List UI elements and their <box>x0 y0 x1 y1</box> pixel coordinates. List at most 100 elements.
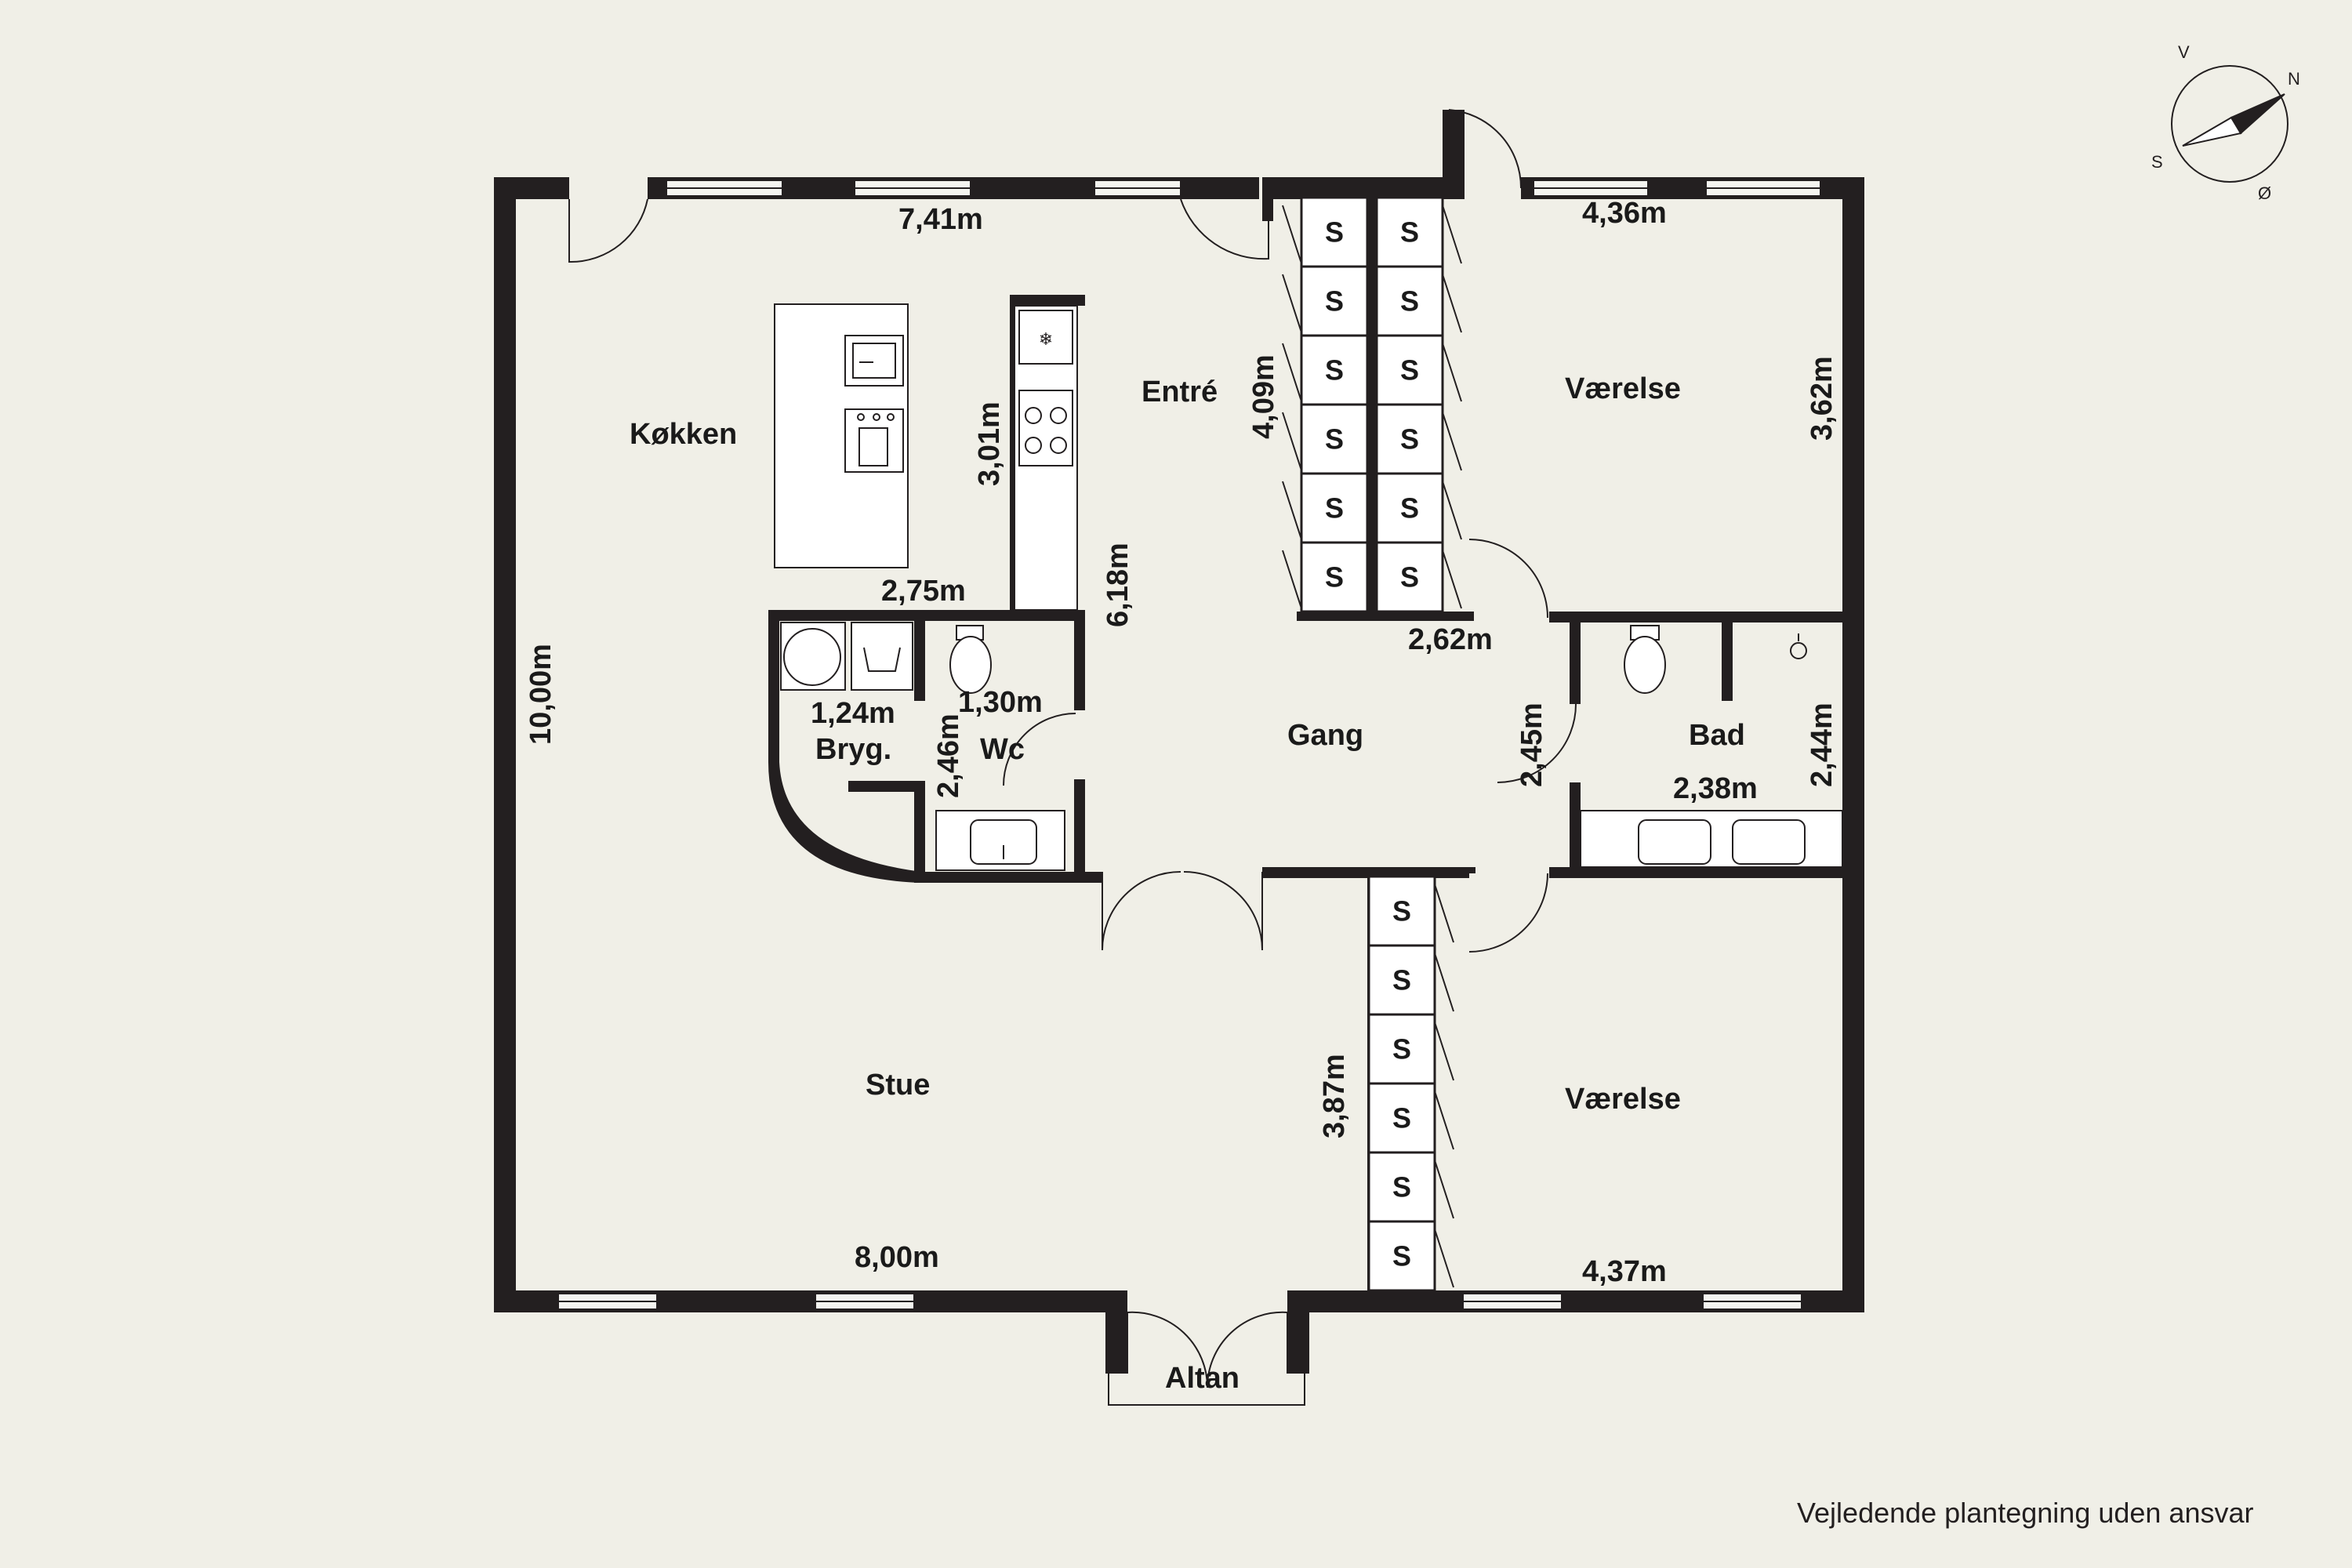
compass-south: S <box>2151 152 2163 172</box>
wardrobe-label: S <box>1400 354 1419 387</box>
wardrobe-label: S <box>1400 285 1419 318</box>
wardrobe-label: S <box>1400 216 1419 249</box>
dim-entrance-height: 4,09m <box>1247 354 1280 439</box>
room-labels: Køkken Entré Værelse Bryg. Wc Gang Bad S… <box>630 372 1745 1395</box>
wardrobe-cell <box>1367 1082 1436 1154</box>
room-label-balcony: Altan <box>1165 1362 1240 1395</box>
room-label-toilet: Wc <box>980 733 1025 766</box>
dim-bath-height: 2,44m <box>1806 702 1838 787</box>
dim-living-width: 8,00m <box>855 1241 939 1274</box>
dim-bath-width: 2,38m <box>1673 772 1758 805</box>
wardrobe-door-swing <box>1442 550 1462 609</box>
wardrobe-cell <box>1367 1220 1436 1292</box>
wardrobe-label: S <box>1392 1033 1411 1065</box>
wardrobe-label: S <box>1392 1240 1411 1272</box>
wardrobe-label: S <box>1325 561 1344 593</box>
dim-toilet-width: 1,30m <box>958 686 1043 719</box>
compass-ring <box>2171 65 2288 183</box>
wardrobe-door-swing <box>1282 343 1302 402</box>
outer-walls <box>494 110 1864 1312</box>
dim-toilet-height: 2,46m <box>932 713 965 798</box>
dimension-labels: 7,41m 4,36m 4,09m 3,62m 3,01m 2,75m 6,18… <box>524 197 1838 1288</box>
wardrobe-cell <box>1300 403 1369 475</box>
wardrobe-label: S <box>1392 895 1411 927</box>
compass-east: Ø <box>2258 183 2271 203</box>
compass-north: N <box>2288 69 2300 89</box>
dim-kitchen-top-width: 7,41m <box>898 203 983 236</box>
wardrobe-label: S <box>1400 423 1419 456</box>
wardrobe-door-swing <box>1442 274 1462 333</box>
wardrobe-label: S <box>1325 216 1344 249</box>
wardrobe-cell <box>1375 265 1444 337</box>
room-label-kitchen: Køkken <box>630 418 737 451</box>
wardrobe-cell <box>1367 875 1436 947</box>
dim-bedroom-top-height: 3,62m <box>1806 356 1838 441</box>
doors <box>568 109 1577 1388</box>
wardrobe-door-swing <box>1282 481 1302 540</box>
wardrobe-door-swing <box>1442 343 1462 402</box>
room-label-entrance: Entré <box>1142 376 1218 408</box>
wardrobe-door-swing <box>1442 412 1462 471</box>
compass: N V S Ø <box>2151 42 2300 203</box>
dim-utility-width: 1,24m <box>811 697 895 730</box>
wardrobe-door-swing <box>1434 1229 1454 1288</box>
wardrobe-cell <box>1367 1013 1436 1085</box>
bath-fixtures <box>1580 625 1843 868</box>
wardrobe-door-swing <box>1282 550 1302 609</box>
wardrobe-door-swing <box>1434 953 1454 1012</box>
dim-total-height: 10,00m <box>524 644 557 745</box>
balcony <box>1105 1290 1309 1406</box>
compass-needle-icon <box>2182 93 2285 147</box>
wardrobe-label: S <box>1325 492 1344 524</box>
dim-hall-height: 2,45m <box>1515 702 1548 787</box>
dim-bedroom-bottom-width: 4,37m <box>1582 1255 1667 1288</box>
disclaimer-text: Vejledende plantegning uden ansvar <box>1797 1497 2254 1529</box>
kitchen-counter: ❄ <box>1014 305 1078 611</box>
wardrobe-door-swing <box>1442 481 1462 540</box>
wardrobe-cell <box>1375 541 1444 613</box>
compass-west: V <box>2178 42 2190 62</box>
utility-fixtures <box>780 622 913 691</box>
kitchen-island <box>774 303 909 568</box>
wardrobe-door-swing <box>1434 1022 1454 1081</box>
dim-living-height: 3,87m <box>1318 1054 1351 1138</box>
snowflake-icon: ❄ <box>1039 329 1053 349</box>
dim-bedroom-top-width: 4,36m <box>1582 197 1667 230</box>
wardrobe-cell <box>1300 472 1369 544</box>
wardrobe-label: S <box>1400 492 1419 524</box>
room-label-living: Stue <box>866 1069 930 1102</box>
room-label-hallway: Gang <box>1287 719 1363 752</box>
dim-kitchen-height: 6,18m <box>1102 543 1134 627</box>
wardrobe-cell <box>1367 1151 1436 1223</box>
room-label-bedroom-top: Værelse <box>1565 372 1681 405</box>
wardrobe-cell <box>1300 541 1369 613</box>
wardrobe-door-swing <box>1282 205 1302 264</box>
wardrobe-label: S <box>1392 964 1411 996</box>
wardrobes: S S S S S S S S S S S S S S S S S S <box>1282 196 1462 1292</box>
wardrobe-label: S <box>1325 354 1344 387</box>
wardrobe-label: S <box>1325 285 1344 318</box>
wardrobe-door-swing <box>1434 884 1454 943</box>
wardrobe-cell <box>1300 265 1369 337</box>
wardrobe-door-swing <box>1434 1091 1454 1150</box>
wardrobe-cell <box>1367 944 1436 1016</box>
wardrobe-door-swing <box>1434 1160 1454 1219</box>
wardrobe-cell <box>1375 472 1444 544</box>
wardrobe-door-swing <box>1282 412 1302 471</box>
dim-kitchen-counter: 3,01m <box>973 401 1006 486</box>
wardrobe-door-swing <box>1442 205 1462 264</box>
room-label-utility: Bryg. <box>815 733 891 766</box>
wardrobe-label: S <box>1325 423 1344 456</box>
wardrobe-label: S <box>1400 561 1419 593</box>
room-label-bathroom: Bad <box>1689 719 1745 752</box>
wardrobe-door-swing <box>1282 274 1302 333</box>
wardrobe-cell <box>1300 334 1369 406</box>
dim-hall-width: 2,62m <box>1408 623 1493 656</box>
wardrobe-cell <box>1375 196 1444 268</box>
wardrobe-label: S <box>1392 1171 1411 1203</box>
dim-kitchen-width: 2,75m <box>881 575 966 608</box>
wc-fixtures <box>935 625 1065 871</box>
room-label-bedroom-bottom: Værelse <box>1565 1083 1681 1116</box>
wardrobe-label: S <box>1392 1102 1411 1134</box>
